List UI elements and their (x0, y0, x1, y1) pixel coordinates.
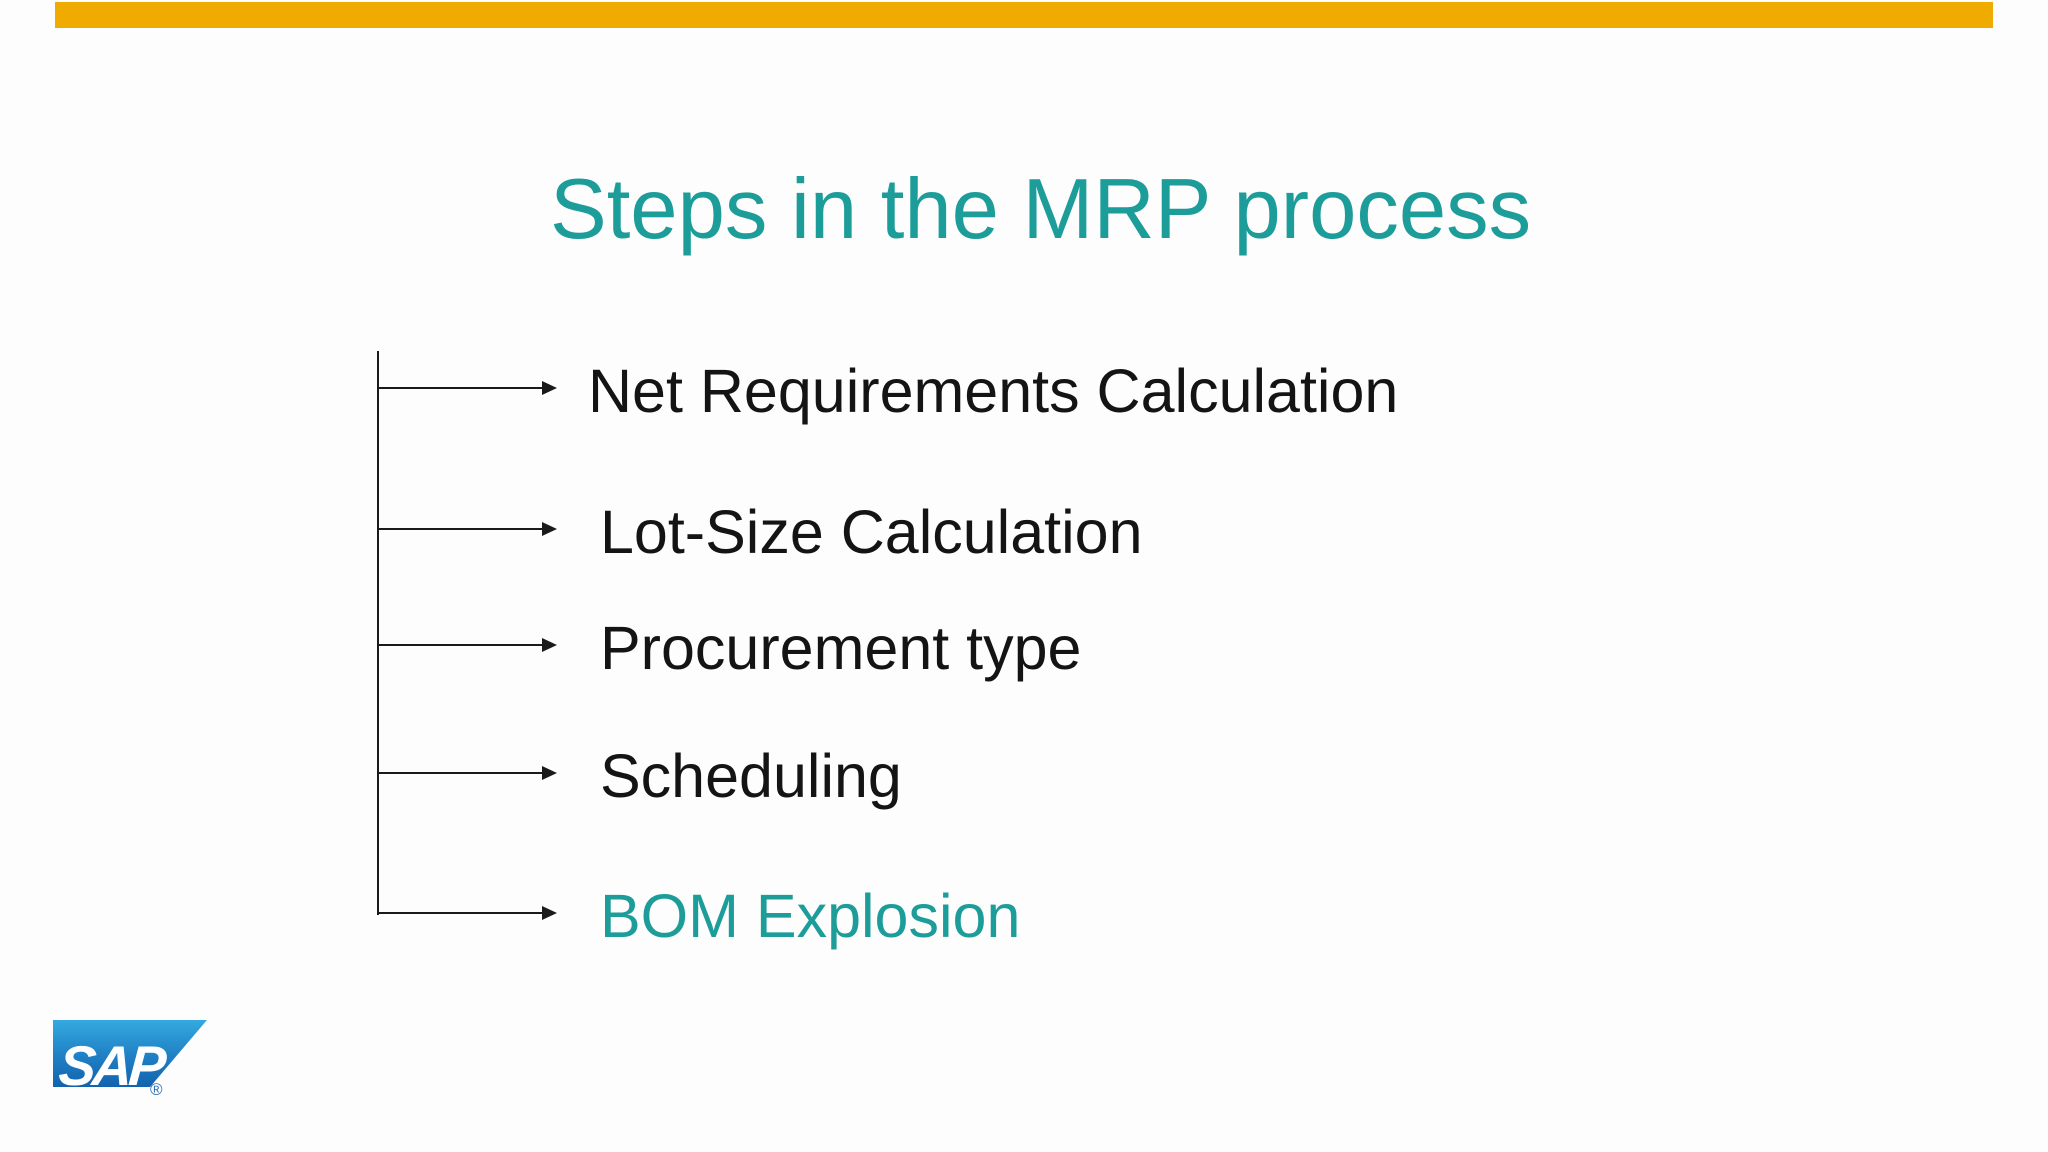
step-label: Scheduling (600, 742, 902, 810)
registered-trademark-icon: ® (150, 1080, 163, 1099)
sap-logo: SAP (53, 1020, 207, 1087)
step-label: BOM Explosion (600, 882, 1021, 950)
sap-logo-text: SAP (56, 1034, 165, 1097)
step-branch-line (378, 528, 544, 530)
step-label: Lot-Size Calculation (600, 498, 1143, 566)
step-label: Procurement type (600, 614, 1082, 682)
step-branch-line (378, 644, 544, 646)
tree-trunk-line (377, 351, 379, 915)
arrow-right-icon (542, 522, 557, 536)
step-branch-line (378, 912, 544, 914)
step-branch-line (378, 772, 544, 774)
step-label: Net Requirements Calculation (588, 357, 1399, 425)
slide-title: Steps in the MRP process (550, 162, 1532, 257)
arrow-right-icon (542, 638, 557, 652)
step-branch-line (378, 387, 544, 389)
top-accent-bar (55, 2, 1993, 28)
arrow-right-icon (542, 906, 557, 920)
arrow-right-icon (542, 766, 557, 780)
arrow-right-icon (542, 381, 557, 395)
